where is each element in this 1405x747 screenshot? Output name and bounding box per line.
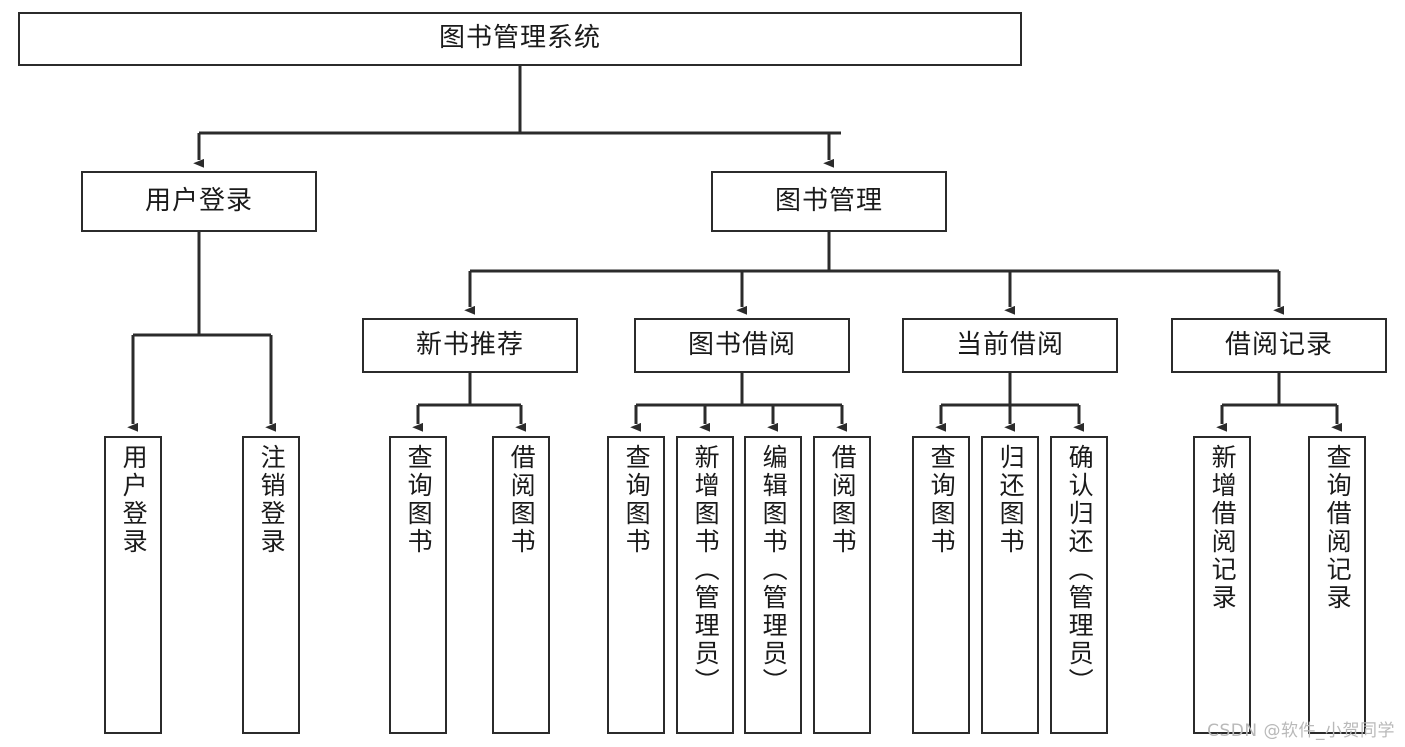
node-leaf-borrow-book-2[interactable]: 借阅图书 xyxy=(813,436,871,734)
node-new-book-recommend[interactable]: 新书推荐 xyxy=(362,318,578,373)
node-leaf-add-book-label: 新增图书（管理员） xyxy=(691,444,721,696)
node-leaf-query-book-3-label: 查询图书 xyxy=(927,444,957,556)
node-leaf-add-book[interactable]: 新增图书（管理员） xyxy=(676,436,734,734)
node-book-manage[interactable]: 图书管理 xyxy=(711,171,947,232)
node-user-login-label: 用户登录 xyxy=(144,185,253,216)
node-leaf-logout-label: 注销登录 xyxy=(257,444,287,556)
node-leaf-query-record[interactable]: 查询借阅记录 xyxy=(1308,436,1366,734)
node-leaf-borrow-book-2-label: 借阅图书 xyxy=(828,444,858,556)
node-leaf-borrow-book-1[interactable]: 借阅图书 xyxy=(492,436,550,734)
node-leaf-query-book-3[interactable]: 查询图书 xyxy=(912,436,970,734)
node-leaf-logout[interactable]: 注销登录 xyxy=(242,436,300,734)
node-leaf-return-book-label: 归还图书 xyxy=(996,444,1026,556)
node-leaf-query-book-2-label: 查询图书 xyxy=(622,444,652,556)
node-leaf-query-book-1-label: 查询图书 xyxy=(404,444,434,556)
node-book-borrow-label: 图书借阅 xyxy=(687,329,796,360)
node-leaf-query-book-1[interactable]: 查询图书 xyxy=(389,436,447,734)
node-book-borrow[interactable]: 图书借阅 xyxy=(634,318,850,373)
node-book-manage-label: 图书管理 xyxy=(774,185,883,216)
node-borrow-record[interactable]: 借阅记录 xyxy=(1171,318,1387,373)
node-new-book-recommend-label: 新书推荐 xyxy=(415,329,524,360)
node-user-login[interactable]: 用户登录 xyxy=(81,171,317,232)
node-leaf-add-record[interactable]: 新增借阅记录 xyxy=(1193,436,1251,734)
node-leaf-user-login-label: 用户登录 xyxy=(119,444,149,556)
node-leaf-add-record-label: 新增借阅记录 xyxy=(1208,444,1238,612)
node-current-borrow-label: 当前借阅 xyxy=(955,329,1064,360)
node-root[interactable]: 图书管理系统 xyxy=(18,12,1022,66)
node-current-borrow[interactable]: 当前借阅 xyxy=(902,318,1118,373)
node-leaf-user-login[interactable]: 用户登录 xyxy=(104,436,162,734)
node-leaf-query-record-label: 查询借阅记录 xyxy=(1323,444,1353,612)
watermark-text: CSDN @软件_小贺同学 xyxy=(1207,721,1395,741)
node-leaf-borrow-book-1-label: 借阅图书 xyxy=(507,444,537,556)
node-leaf-return-book[interactable]: 归还图书 xyxy=(981,436,1039,734)
node-leaf-confirm-return[interactable]: 确认归还（管理员） xyxy=(1050,436,1108,734)
node-leaf-edit-book[interactable]: 编辑图书（管理员） xyxy=(744,436,802,734)
node-root-label: 图书管理系统 xyxy=(438,23,601,54)
node-leaf-edit-book-label: 编辑图书（管理员） xyxy=(759,444,789,696)
node-borrow-record-label: 借阅记录 xyxy=(1224,329,1333,360)
node-leaf-query-book-2[interactable]: 查询图书 xyxy=(607,436,665,734)
node-leaf-confirm-return-label: 确认归还（管理员） xyxy=(1065,444,1095,696)
